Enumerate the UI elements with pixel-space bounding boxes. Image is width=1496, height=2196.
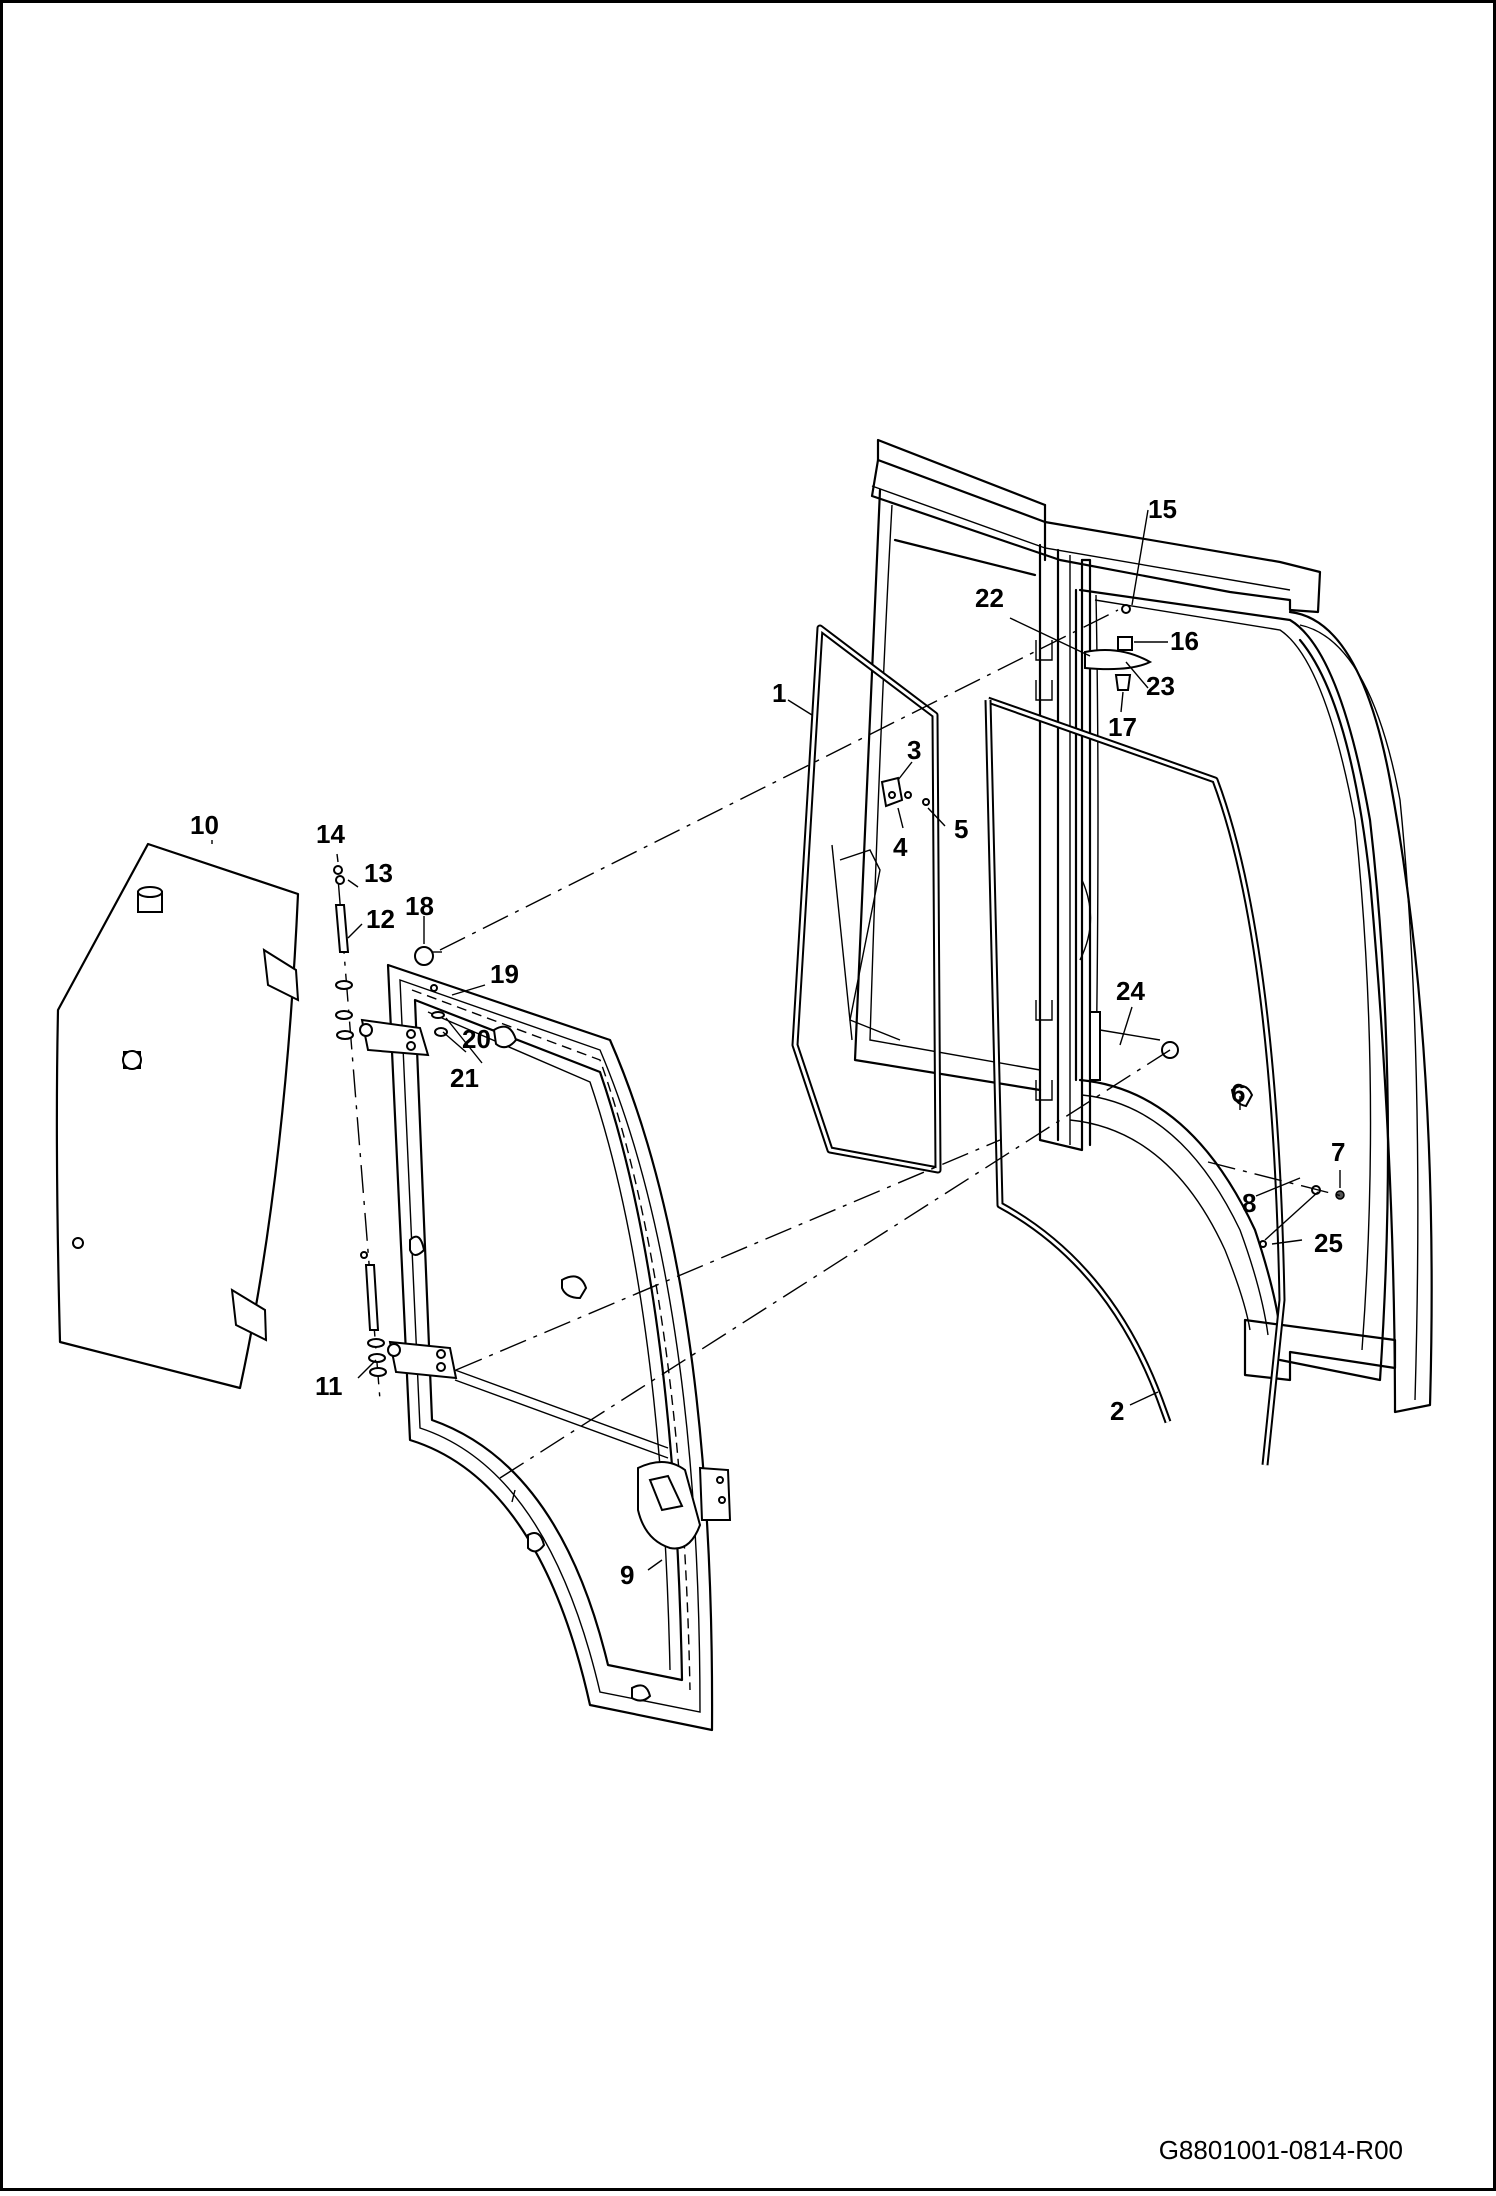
callout-16: 16 bbox=[1170, 626, 1199, 656]
callout-10: 10 bbox=[190, 810, 219, 840]
callout-17: 17 bbox=[1108, 712, 1137, 742]
drawing-code: G8801001-0814-R00 bbox=[1159, 2135, 1403, 2165]
callout-8: 8 bbox=[1242, 1188, 1256, 1218]
leader-lines bbox=[211, 509, 1341, 1571]
cab-hardware bbox=[880, 604, 1345, 1248]
callout-20: 20 bbox=[462, 1024, 491, 1054]
callout-22: 22 bbox=[975, 583, 1004, 613]
callout-13: 13 bbox=[364, 858, 393, 888]
callout-25: 25 bbox=[1314, 1228, 1343, 1258]
item-19-door-frame bbox=[359, 946, 732, 1732]
callout-11: 11 bbox=[315, 1371, 343, 1401]
items-11-14-hinge-pins bbox=[333, 865, 387, 1401]
callout-3: 3 bbox=[907, 735, 921, 765]
construction-lines bbox=[439, 609, 1343, 1479]
callout-1: 1 bbox=[772, 678, 786, 708]
item-2-door-seal bbox=[984, 696, 1286, 1466]
callout-5: 5 bbox=[954, 814, 968, 844]
callout-12: 12 bbox=[366, 904, 395, 934]
callout-6: 6 bbox=[1231, 1078, 1245, 1108]
callout-2: 2 bbox=[1110, 1396, 1124, 1426]
item-1-window-seal bbox=[791, 624, 942, 1174]
callout-23: 23 bbox=[1146, 671, 1175, 701]
item-10-glass-panel bbox=[55, 842, 300, 1390]
callout-24: 24 bbox=[1116, 976, 1145, 1006]
callout-7: 7 bbox=[1331, 1137, 1345, 1167]
cab-frame bbox=[831, 438, 1433, 1414]
callout-9: 9 bbox=[620, 1560, 634, 1590]
callout-15: 15 bbox=[1148, 494, 1177, 524]
callout-labels: 1 2 3 4 5 6 7 8 9 10 11 12 13 14 15 16 1… bbox=[190, 494, 1345, 1590]
callout-4: 4 bbox=[893, 832, 908, 862]
callout-14: 14 bbox=[316, 819, 345, 849]
callout-18: 18 bbox=[405, 891, 434, 921]
callout-19: 19 bbox=[490, 959, 519, 989]
callout-21: 21 bbox=[450, 1063, 479, 1093]
